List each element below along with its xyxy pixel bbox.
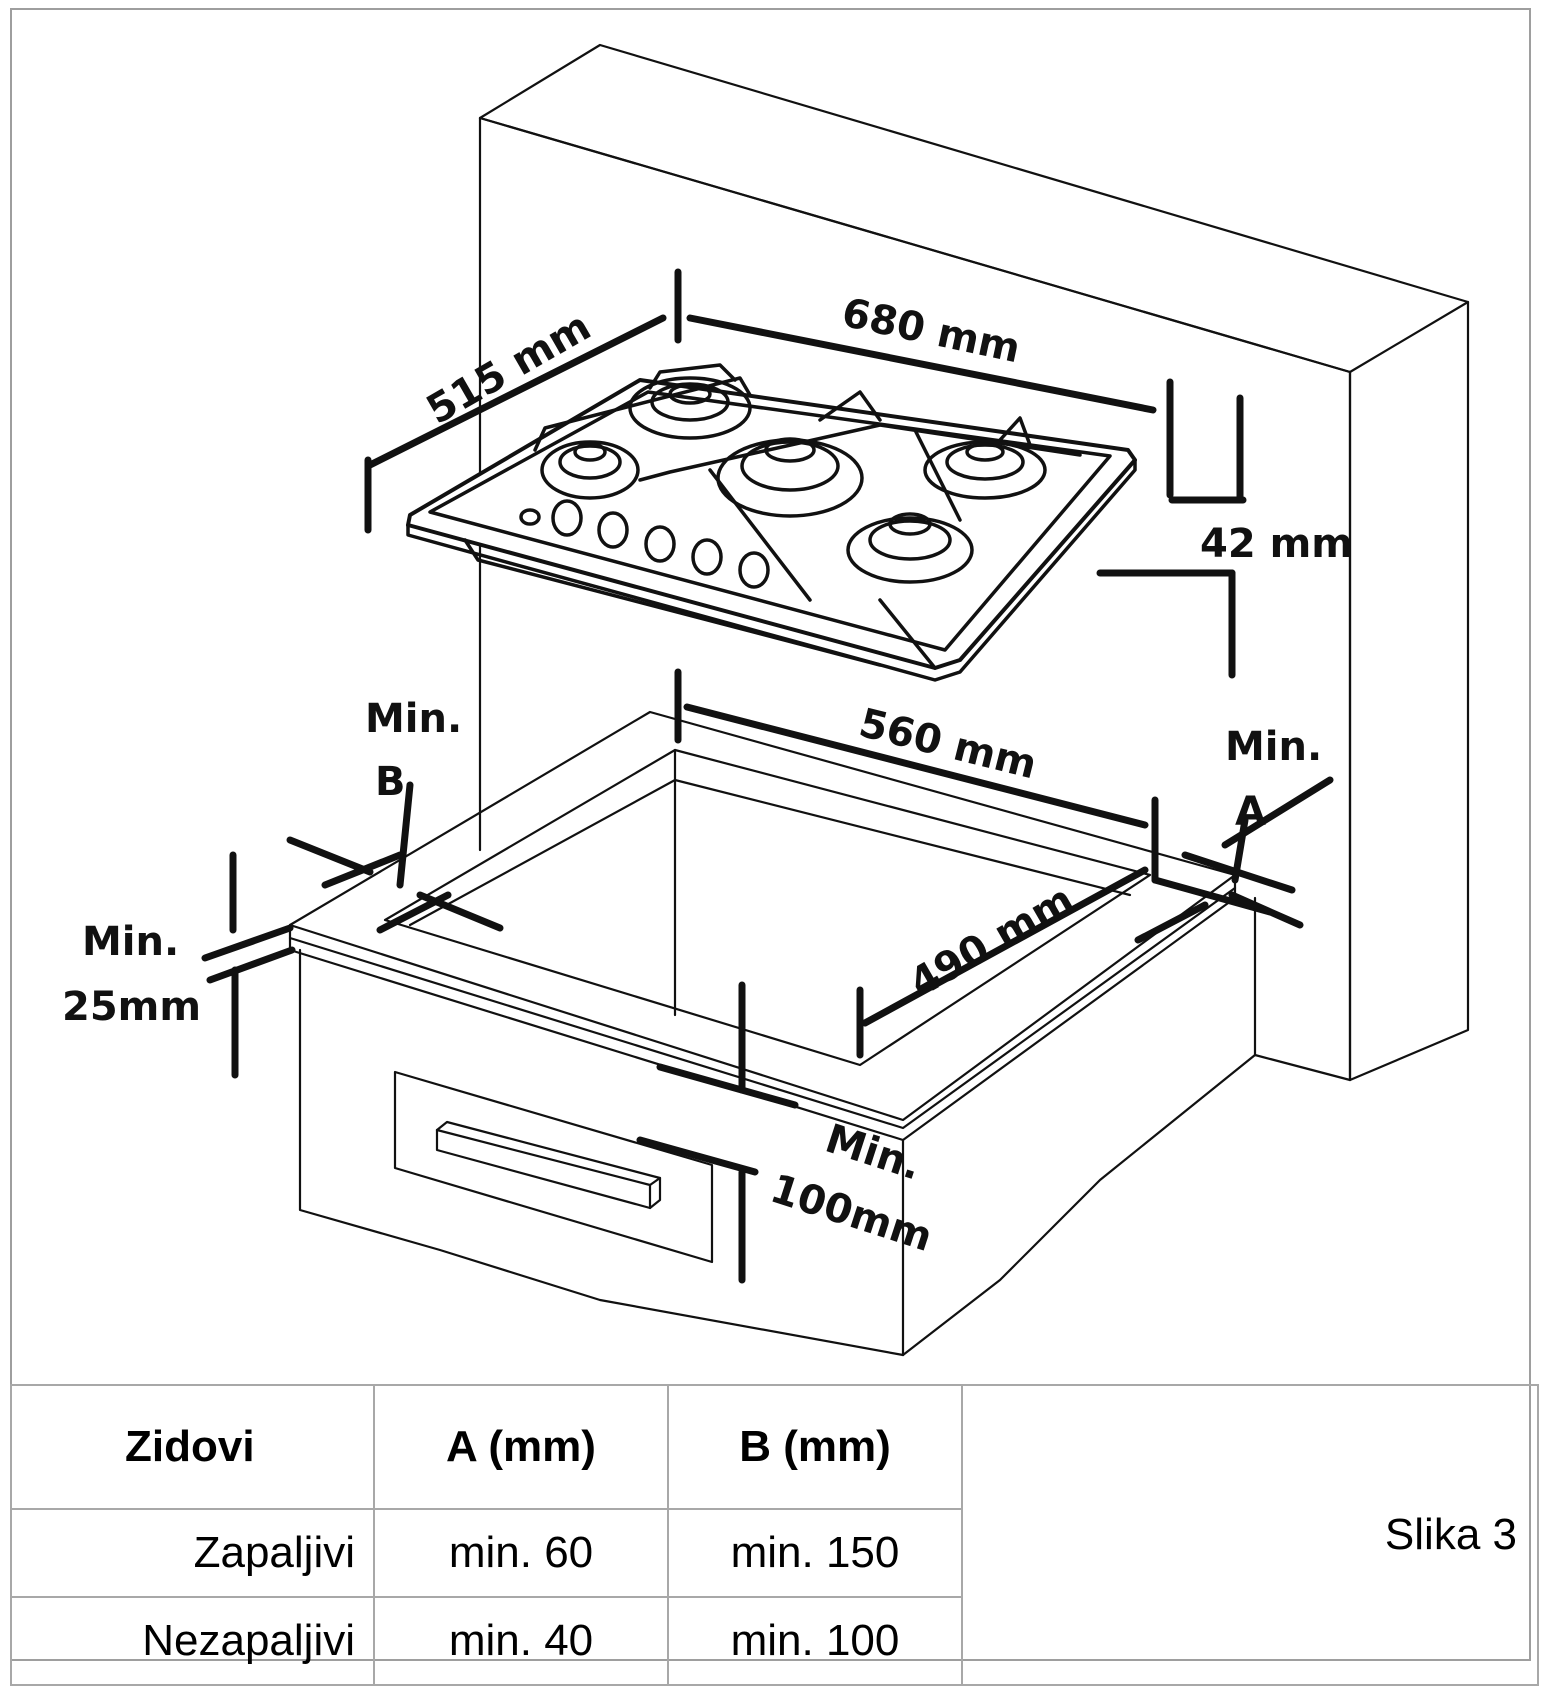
table-row: Zapaljivi min. 60 min. 150: [10, 1508, 1538, 1598]
clearance-b: min. 150: [667, 1508, 963, 1598]
label-hob-depth: 515 mm: [419, 303, 599, 433]
cabinet: [288, 710, 1352, 1357]
label-min-front-1: Min.: [82, 919, 179, 965]
header-walls: Zidovi: [10, 1384, 375, 1510]
label-min-b-2: B: [375, 759, 406, 805]
wall-type: Zapaljivi: [10, 1508, 375, 1598]
label-cutout-depth: 490 mm: [902, 876, 1082, 1006]
table-header-row: Zidovi A (mm) B (mm) Slika 3: [10, 1384, 1539, 1686]
burner-front-right: [846, 512, 974, 584]
header-a: A (mm): [373, 1384, 669, 1510]
clearance-a: min. 40: [373, 1596, 669, 1686]
clearance-a: min. 60: [373, 1508, 669, 1598]
gas-hob: [406, 363, 1137, 682]
dimension-lines: [201, 268, 1334, 1284]
label-min-a-2: A: [1235, 789, 1266, 835]
burner-front-left: [540, 440, 640, 500]
label-min-a-1: Min.: [1225, 724, 1322, 770]
figure-caption: Slika 3: [961, 1384, 1539, 1686]
control-knobs: [519, 499, 770, 589]
label-hob-width: 680 mm: [838, 290, 1024, 373]
clearance-b: min. 100: [667, 1596, 963, 1686]
label-min-bottom-1: Min.: [820, 1116, 927, 1190]
clearance-table: Zidovi A (mm) B (mm) Slika 3 Zapaljivi m…: [10, 1384, 1539, 1686]
label-min-b-1: Min.: [365, 696, 462, 742]
label-hob-height: 42 mm: [1200, 521, 1353, 567]
label-min-front-2: 25mm: [62, 984, 201, 1030]
wall-type: Nezapaljivi: [10, 1596, 375, 1686]
header-b: B (mm): [667, 1384, 963, 1510]
installation-diagram: 515 mm 680 mm 42 mm 560 mm 490 mm Min. B…: [62, 43, 1470, 1357]
